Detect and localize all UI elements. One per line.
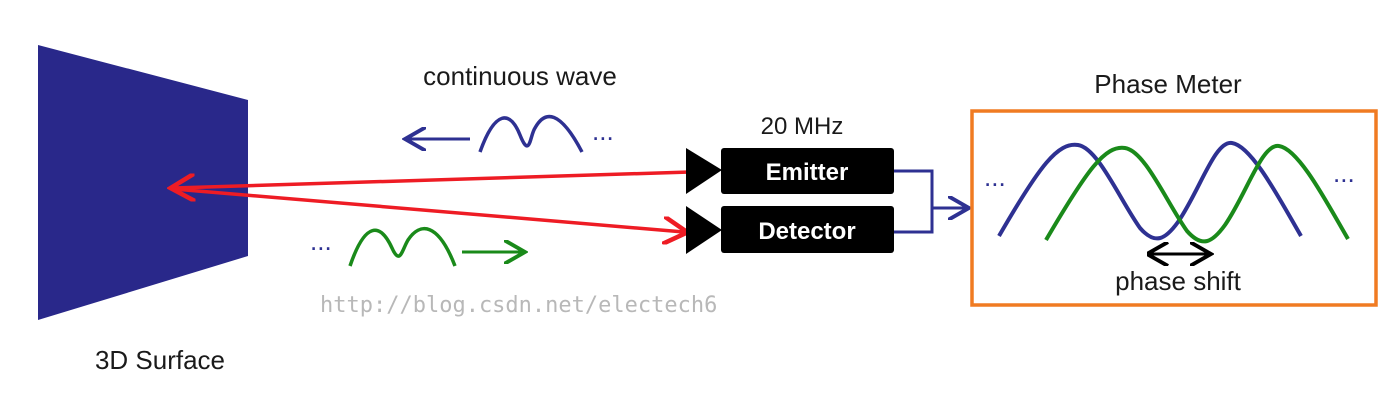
emitted-beam [174, 170, 691, 188]
phase-shift-label: phase shift [1115, 266, 1242, 296]
surface-label: 3D Surface [95, 345, 225, 375]
phase-meter-title: Phase Meter [1094, 69, 1242, 99]
outgoing-wave [478, 114, 584, 153]
emitter-lens-icon [686, 148, 722, 194]
returning-wave [348, 226, 457, 267]
detector-label: Detector [758, 218, 855, 245]
reference-wave [997, 141, 1303, 241]
emitter-box [721, 148, 894, 194]
continuous-wave-label: continuous wave [423, 61, 617, 91]
3d-surface-shape [38, 45, 248, 320]
phase-meter-box [970, 109, 1378, 307]
measured-wave [1044, 144, 1350, 244]
emitter-label: Emitter [766, 159, 849, 186]
meter-right-ellipsis: ... [1333, 158, 1355, 188]
reflected-beam [173, 187, 684, 232]
returning-ellipsis: ... [310, 226, 332, 256]
outgoing-ellipsis: ... [592, 116, 614, 146]
detector-lens-icon [686, 206, 722, 254]
watermark: http://blog.csdn.net/electech6 [320, 293, 717, 318]
signal-connector [894, 169, 934, 234]
frequency-label: 20 MHz [761, 113, 844, 140]
meter-left-ellipsis: ... [984, 162, 1006, 192]
detector-box [721, 206, 894, 253]
